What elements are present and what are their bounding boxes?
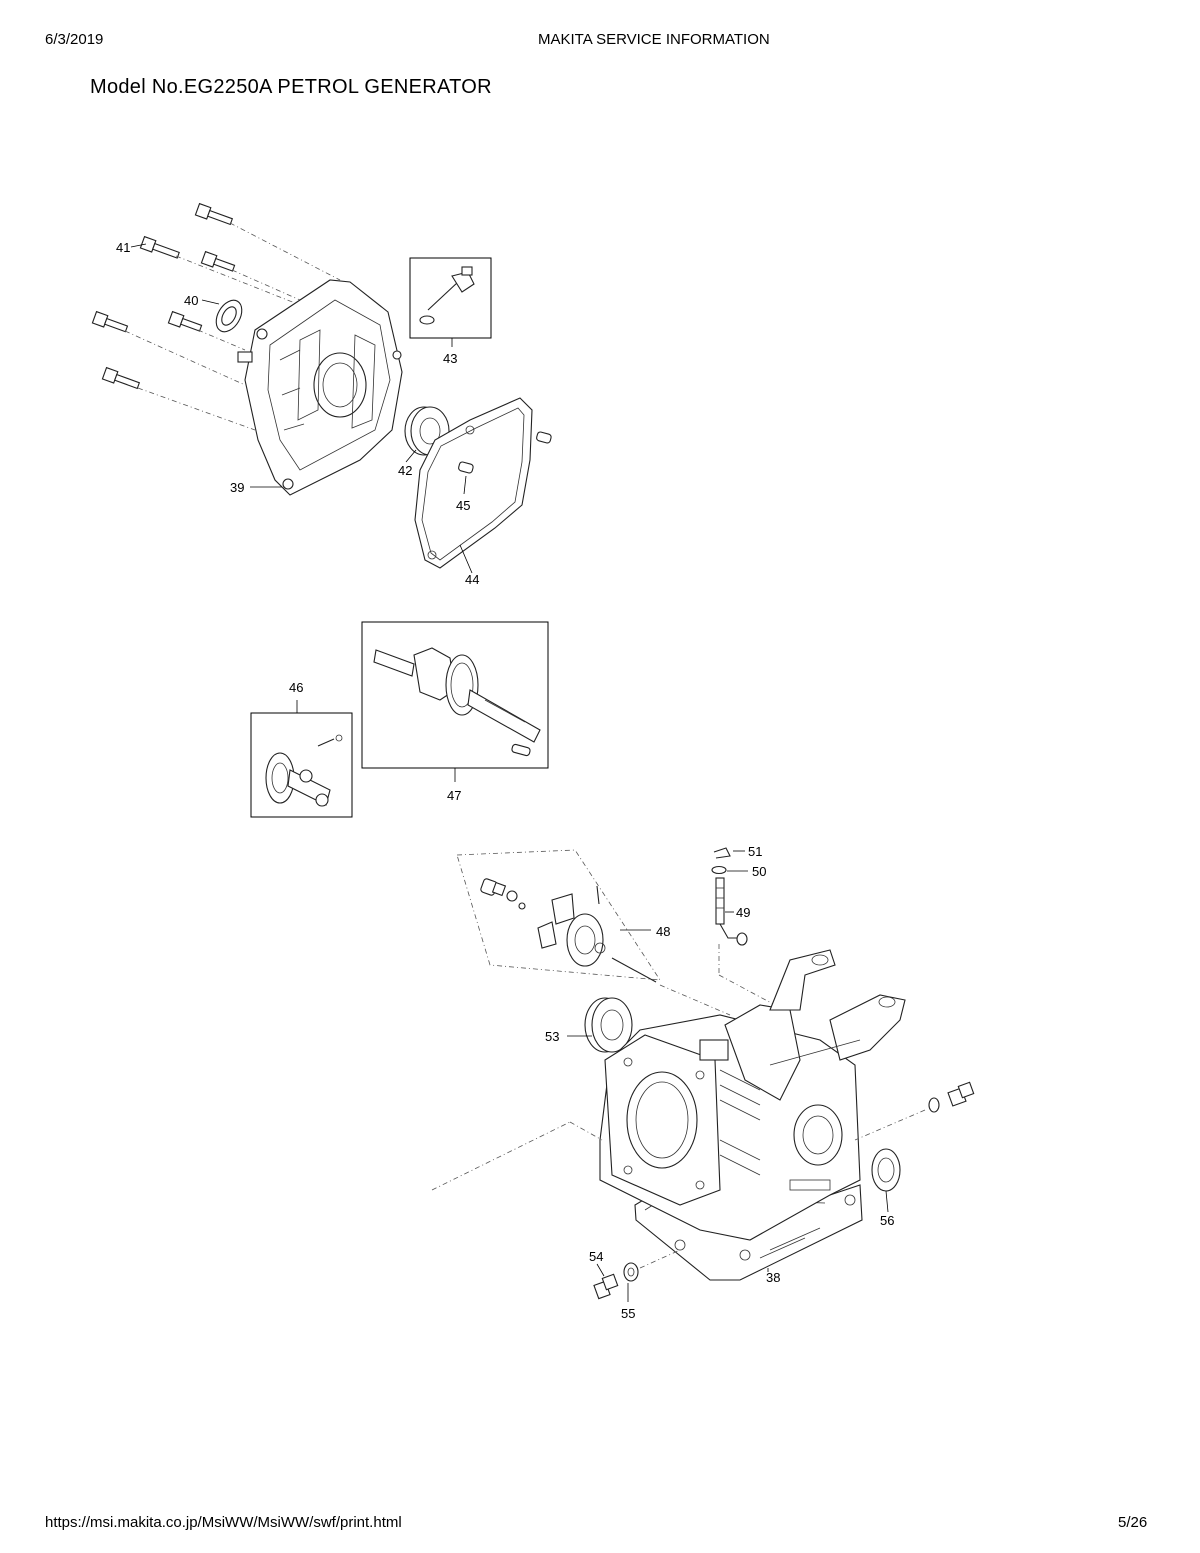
crankcase-group	[431, 847, 975, 1302]
governor-outline-48	[456, 849, 661, 981]
footer-url: https://msi.makita.co.jp/MsiWW/MsiWW/swf…	[45, 1514, 402, 1531]
header-date: 6/3/2019	[45, 31, 104, 48]
callout-50: 50	[752, 864, 766, 879]
callout-43: 43	[443, 351, 457, 366]
crankshaft-47	[373, 647, 541, 757]
callout-49: 49	[736, 905, 750, 920]
crankshaft-group	[250, 621, 549, 818]
gasket-44	[414, 397, 533, 569]
callout-38: 38	[766, 1270, 780, 1285]
callout-54: 54	[589, 1249, 603, 1264]
bolt-41-set	[91, 202, 341, 431]
callout-41: 41	[116, 240, 130, 255]
camshaft-box-46	[250, 712, 353, 818]
oil-seal-56	[871, 1148, 901, 1192]
footer-page-number: 5/26	[1118, 1514, 1148, 1531]
oil-seal-40	[215, 299, 243, 333]
callout-53: 53	[545, 1029, 559, 1044]
washer-55	[623, 1262, 639, 1282]
page-title: Model No.EG2250A PETROL GENERATOR	[90, 76, 492, 98]
crankcase-cover-39	[237, 279, 403, 496]
governor-arm-49	[715, 877, 748, 946]
bearing-53	[584, 997, 633, 1053]
callout-44: 44	[465, 572, 479, 587]
header-title: MAKITA SERVICE INFORMATION	[538, 31, 770, 48]
governor-48	[480, 878, 657, 983]
crankcase-38	[599, 949, 906, 1281]
callout-42: 42	[398, 463, 412, 478]
callout-40: 40	[184, 293, 198, 308]
callout-45: 45	[456, 498, 470, 513]
drain-plug-54	[593, 1273, 619, 1300]
callout-39: 39	[230, 480, 244, 495]
clip-51	[713, 847, 731, 859]
callout-47: 47	[447, 788, 461, 803]
callout-48: 48	[656, 924, 670, 939]
dipstick-box-43	[409, 257, 492, 339]
callout-labels: 41 40 39 42 43 45 44 46 47 51 50 49 48 5…	[116, 240, 894, 1321]
dowel-pin-45	[458, 431, 552, 474]
callout-46: 46	[289, 680, 303, 695]
oil-dipstick-43	[419, 266, 475, 325]
callout-55: 55	[621, 1306, 635, 1321]
callout-56: 56	[880, 1213, 894, 1228]
callout-51: 51	[748, 844, 762, 859]
oil-plug	[928, 1081, 975, 1113]
washer-50	[711, 865, 727, 875]
camshaft-46	[265, 734, 343, 807]
crankcase-cover-group	[91, 202, 552, 574]
